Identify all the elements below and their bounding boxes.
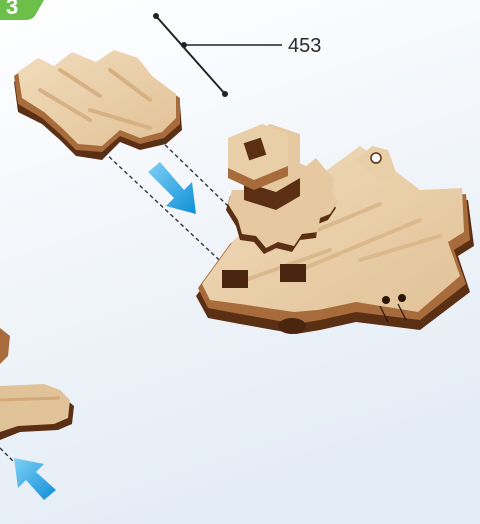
base-peg [278,318,306,334]
callout-label: 453 [288,35,321,57]
step-number: 3 [6,0,18,19]
